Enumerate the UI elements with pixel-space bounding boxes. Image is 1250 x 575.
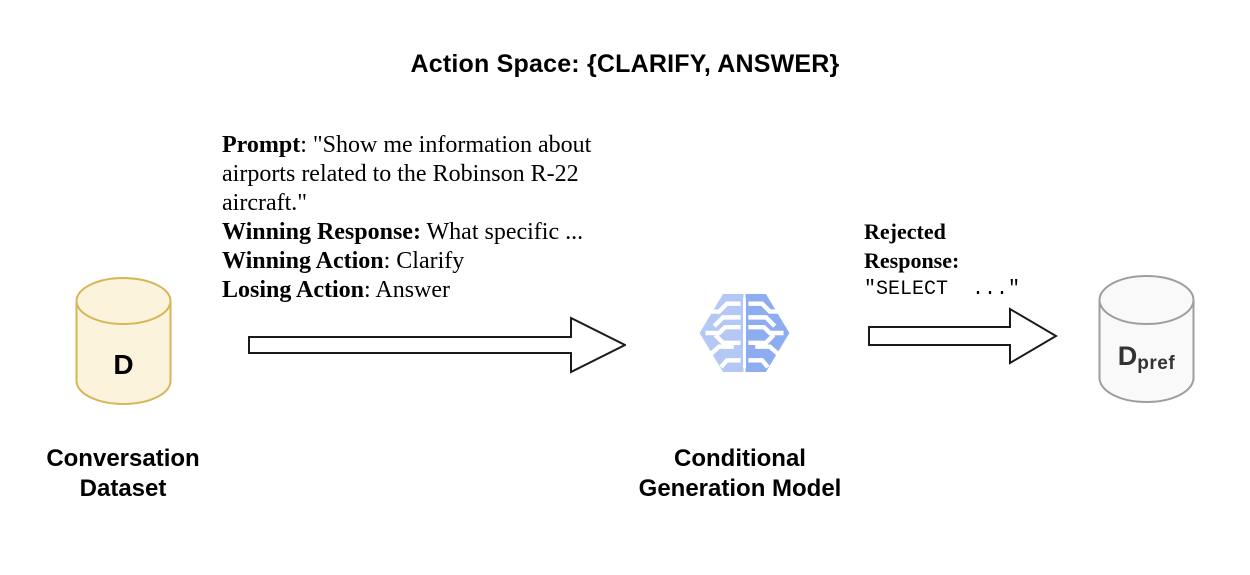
- cylinder-body: [1098, 275, 1195, 403]
- brain-icon: [699, 293, 790, 373]
- cylinder-rim: [1098, 299, 1195, 325]
- prompt-line-3: aircraft.": [222, 190, 308, 216]
- winning-response-label: Winning Response:: [222, 219, 421, 245]
- conversation-dataset-shape: D: [75, 277, 172, 405]
- losing-action-line: Losing Action: Answer: [222, 277, 451, 303]
- model-caption: Conditional Generation Model: [638, 445, 842, 502]
- winning-action-line: Winning Action: Clarify: [222, 248, 465, 274]
- database-cylinder-icon: [1098, 275, 1195, 403]
- dataset-label: D: [113, 349, 134, 380]
- prompt-line: Prompt: "Show me information about: [222, 132, 592, 158]
- rejected-response-text: Rejected Response: "SELECT ...": [864, 217, 1084, 304]
- block-arrow-icon: [248, 316, 626, 374]
- training-example-text: Prompt: "Show me information about airpo…: [222, 131, 702, 305]
- prompt-line-2: airports related to the Robinson R-22: [222, 161, 579, 187]
- cylinder-rim: [75, 300, 172, 325]
- rejected-code: "SELECT ...": [864, 278, 1021, 301]
- preference-dataset-label: Dpref: [1117, 341, 1176, 374]
- prompt-label: Prompt: [222, 132, 301, 158]
- preference-dataset-shape: Dpref: [1098, 275, 1195, 403]
- losing-action-label: Losing Action: [222, 277, 365, 303]
- rejected-label-line1: Rejected: [864, 219, 946, 244]
- rejected-label-line2: Response:: [864, 248, 960, 273]
- diagram-title: Action Space: {CLARIFY, ANSWER}: [410, 50, 840, 78]
- arrow-dataset-to-model: [248, 316, 626, 374]
- conversation-dataset-caption: Conversation Dataset: [46, 445, 200, 502]
- brain-maze-pattern: [705, 297, 784, 369]
- cylinder-body: [75, 277, 172, 405]
- database-cylinder-icon: [75, 277, 172, 405]
- winning-response-line: Winning Response: What specific ...: [222, 219, 584, 245]
- pref-subscript: pref: [1137, 353, 1176, 374]
- winning-action-label: Winning Action: [222, 248, 384, 274]
- arrow-model-to-output: [868, 307, 1058, 365]
- block-arrow-icon: [868, 307, 1058, 365]
